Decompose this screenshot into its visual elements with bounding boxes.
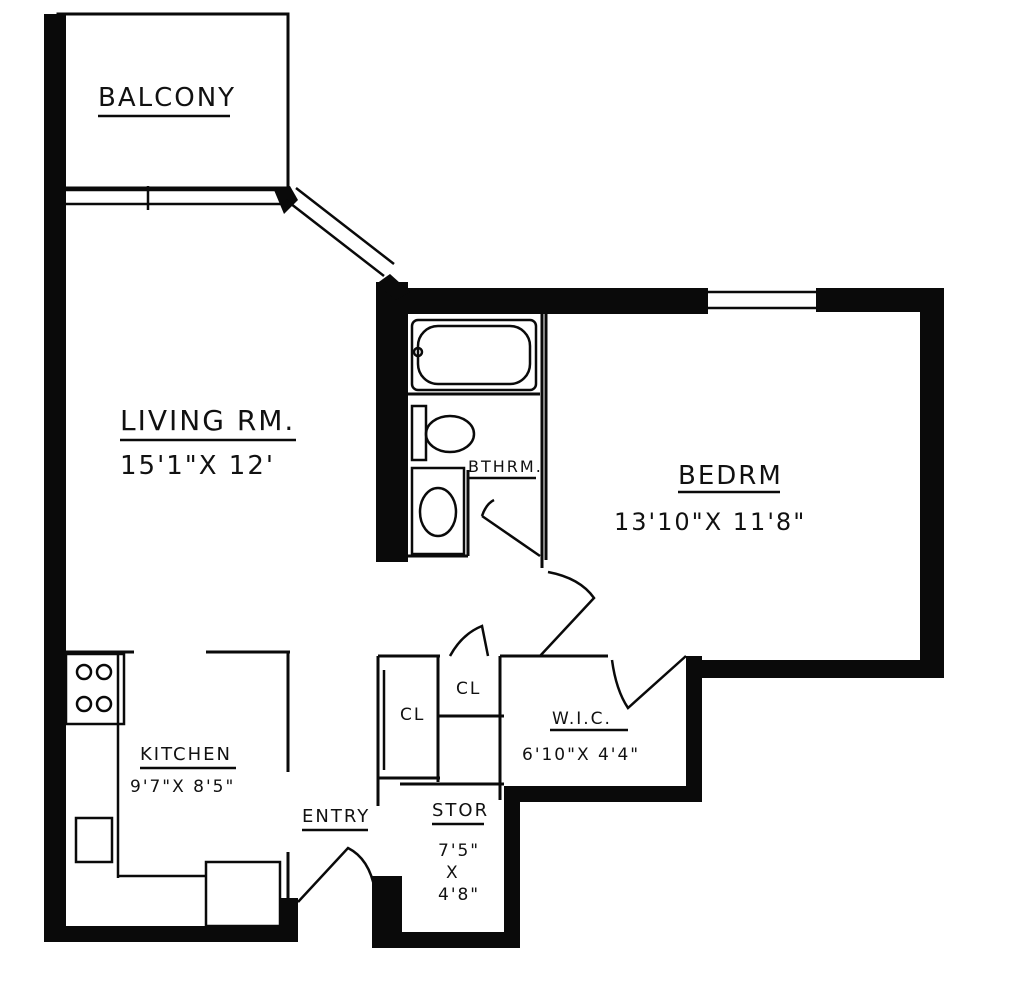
bedroom-right-wall [920,288,944,678]
vanity [410,466,466,556]
closet-label-lower: CL [400,705,425,725]
bathtub [410,318,538,392]
storage-size-1: 7'5" [438,841,480,861]
bathroom-left-wall [376,282,408,562]
bedroom-bottom-wall [686,660,944,678]
living-room-size: 15'1"X 12' [120,451,275,481]
kitchen-size: 9'7"X 8'5" [130,777,235,797]
kitchen-sink [74,816,114,864]
closet-label-upper: CL [456,679,481,699]
entry-label: ENTRY [302,806,370,827]
bottom-wall-kitchen [44,926,298,942]
angled-wall-end [376,274,410,300]
stove [64,652,126,726]
bottom-wall-storage [372,932,518,948]
wic-size: 6'10"X 4'4" [522,745,640,765]
labels: BALCONY LIVING RM. 15'1"X 12' BEDRM 13'1… [98,83,806,905]
door-swings [297,498,687,903]
wic-right-wall [686,656,702,802]
bedroom-top-wall-right [816,288,944,312]
bedroom-label: BEDRM [678,461,783,491]
living-room-label: LIVING RM. [120,404,295,437]
storage-size-3: 4'8" [438,885,480,905]
interior-walls [66,312,608,898]
walls [44,14,944,948]
bedroom-size: 13'10"X 11'8" [614,508,806,536]
wic-label: W.I.C. [552,709,612,729]
storage-size-2: X [446,863,460,883]
balcony-slider [66,186,395,277]
living-top-corner [44,184,66,210]
wic-bottom-wall [504,786,700,802]
kitchen-fixtures [64,652,282,928]
toilet-tank [410,404,428,462]
bathroom-fixtures [410,318,538,556]
bedroom-window [708,290,816,310]
toilet-bowl [424,414,476,454]
storage-label: STOR [432,800,489,821]
storage-right-wall [504,788,520,948]
balcony-label: BALCONY [98,83,236,113]
left-exterior-wall [44,14,66,942]
bathroom-label: BTHRM. [468,457,543,476]
entry-jamb-left [280,898,298,942]
kitchen-label: KITCHEN [140,744,232,765]
refrigerator [204,860,282,928]
sink [418,486,458,538]
bedroom-top-wall-left [378,288,708,314]
